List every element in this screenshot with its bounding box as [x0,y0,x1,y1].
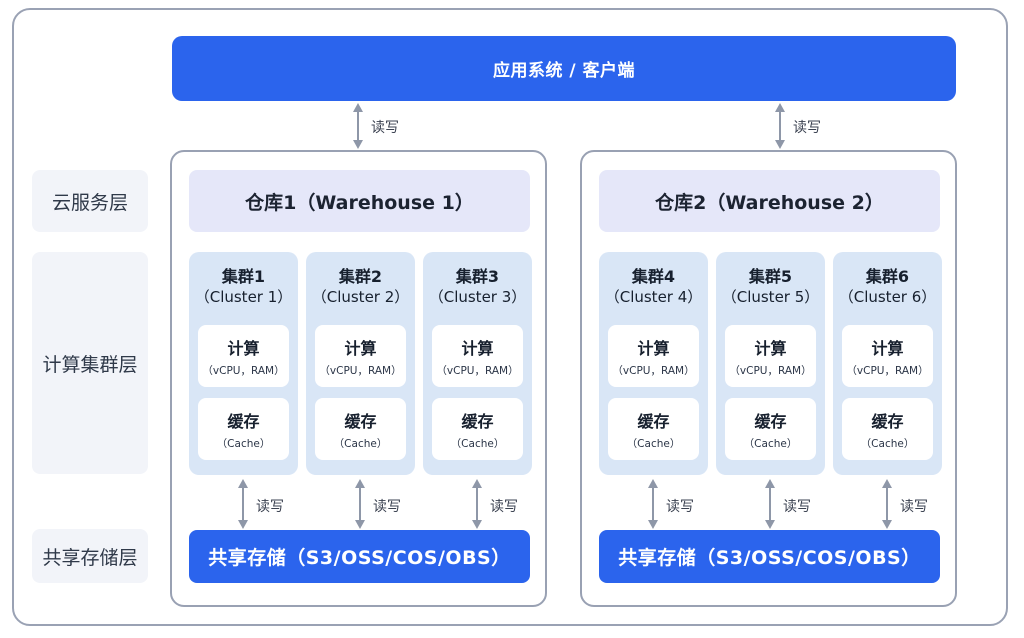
cluster-1-cache-box: 缓存 （Cache） [198,398,289,460]
cluster-5-box: 集群5 （Cluster 5） 计算 （vCPU，RAM） 缓存 （Cache） [716,252,825,475]
cluster-2-compute-box: 计算 （vCPU，RAM） [315,325,406,387]
cluster-name-en: （Cluster 2） [311,287,410,306]
cache-label: 缓存 [461,411,494,431]
warehouse-2-container: 仓库2（Warehouse 2） 集群4 （Cluster 4） 计算 （vCP… [580,150,957,607]
read-write-label: 读写 [783,499,811,515]
cluster-name-en: （Cluster 1） [194,287,293,306]
layer-label-compute-cluster: 计算集群层 [32,252,148,474]
read-write-label: 读写 [900,499,928,515]
read-write-arrow [775,103,785,149]
cache-label: 缓存 [871,411,904,431]
cluster-name-en: （Cluster 6） [838,287,937,306]
cluster-4-box: 集群4 （Cluster 4） 计算 （vCPU，RAM） 缓存 （Cache） [599,252,708,475]
cache-label: 缓存 [754,411,787,431]
read-write-label: 读写 [373,499,401,515]
cache-label: 缓存 [344,411,377,431]
cluster-name: 集群3 [455,267,500,286]
cluster-name: 集群2 [338,267,383,286]
read-write-label: 读写 [666,499,694,515]
cluster-name: 集群5 [748,267,793,286]
compute-detail: （vCPU，RAM） [612,364,695,377]
cache-detail: （Cache） [450,437,505,450]
compute-label: 计算 [461,338,494,358]
cluster-name-en: （Cluster 3） [428,287,527,306]
read-write-label: 读写 [490,499,518,515]
cluster-1-box: 集群1 （Cluster 1） 计算 （vCPU，RAM） 缓存 （Cache） [189,252,298,475]
compute-detail: （vCPU，RAM） [436,364,519,377]
cluster-2-cache-box: 缓存 （Cache） [315,398,406,460]
compute-detail: （vCPU，RAM） [319,364,402,377]
cache-label: 缓存 [637,411,670,431]
read-write-arrow [648,479,658,529]
compute-label: 计算 [871,338,904,358]
cache-detail: （Cache） [743,437,798,450]
compute-label: 计算 [227,338,260,358]
read-write-arrow [765,479,775,529]
cache-detail: （Cache） [626,437,681,450]
cluster-name: 集群4 [631,267,676,286]
cluster-name-en: （Cluster 4） [604,287,703,306]
warehouse-2-title: 仓库2（Warehouse 2） [599,170,940,232]
compute-detail: （vCPU，RAM） [846,364,929,377]
cluster-name-en: （Cluster 5） [721,287,820,306]
cluster-4-cache-box: 缓存 （Cache） [608,398,699,460]
cluster-1-compute-box: 计算 （vCPU，RAM） [198,325,289,387]
warehouse-1-title: 仓库1（Warehouse 1） [189,170,530,232]
compute-label: 计算 [754,338,787,358]
cluster-5-compute-box: 计算 （vCPU，RAM） [725,325,816,387]
cluster-2-box: 集群2 （Cluster 2） 计算 （vCPU，RAM） 缓存 （Cache） [306,252,415,475]
warehouse-1-storage-bar: 共享存储（S3/OSS/COS/OBS） [189,530,530,583]
cluster-name: 集群1 [221,267,266,286]
cache-detail: （Cache） [333,437,388,450]
read-write-arrow [882,479,892,529]
warehouse-1-container: 仓库1（Warehouse 1） 集群1 （Cluster 1） 计算 （vCP… [170,150,547,607]
read-write-label: 读写 [256,499,284,515]
cluster-6-compute-box: 计算 （vCPU，RAM） [842,325,933,387]
compute-detail: （vCPU，RAM） [202,364,285,377]
cluster-3-cache-box: 缓存 （Cache） [432,398,523,460]
cluster-3-compute-box: 计算 （vCPU，RAM） [432,325,523,387]
layer-label-shared-storage: 共享存储层 [32,529,148,583]
cluster-4-compute-box: 计算 （vCPU，RAM） [608,325,699,387]
warehouse-2-storage-bar: 共享存储（S3/OSS/COS/OBS） [599,530,940,583]
read-write-arrow [353,103,363,149]
cluster-3-box: 集群3 （Cluster 3） 计算 （vCPU，RAM） 缓存 （Cache） [423,252,532,475]
cluster-5-cache-box: 缓存 （Cache） [725,398,816,460]
cache-detail: （Cache） [860,437,915,450]
compute-detail: （vCPU，RAM） [729,364,812,377]
cluster-6-box: 集群6 （Cluster 6） 计算 （vCPU，RAM） 缓存 （Cache） [833,252,942,475]
compute-label: 计算 [637,338,670,358]
cache-label: 缓存 [227,411,260,431]
read-write-label: 读写 [793,120,821,136]
layer-label-cloud-service: 云服务层 [32,170,148,232]
compute-label: 计算 [344,338,377,358]
cluster-name: 集群6 [865,267,910,286]
app-client-banner: 应用系统 / 客户端 [172,36,956,101]
cluster-6-cache-box: 缓存 （Cache） [842,398,933,460]
read-write-label: 读写 [371,120,399,136]
read-write-arrow [355,479,365,529]
read-write-arrow [472,479,482,529]
cache-detail: （Cache） [216,437,271,450]
read-write-arrow [238,479,248,529]
